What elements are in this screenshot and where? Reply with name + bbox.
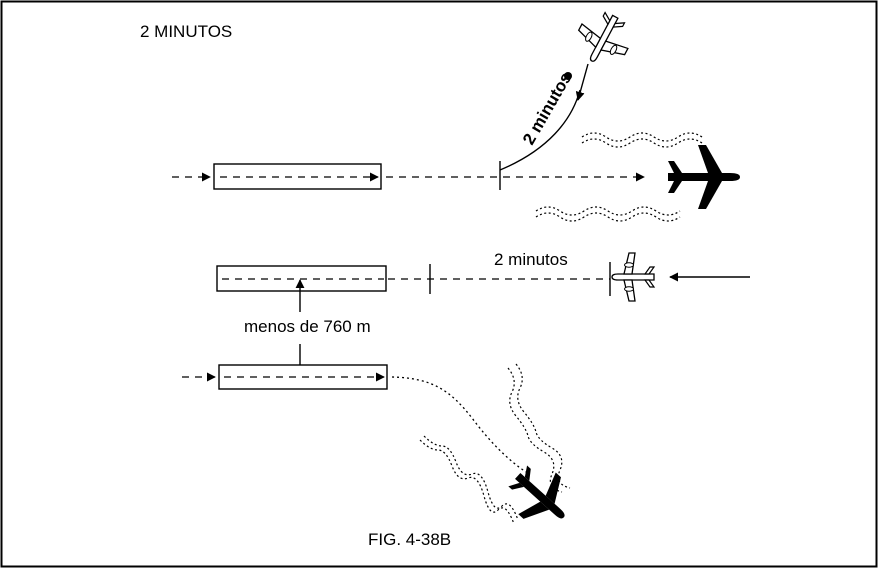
top-wake-lower [535,206,681,222]
bottom-wake-right [507,363,571,493]
middle-time-label: 2 minutos [494,250,568,269]
heading-text: 2 MINUTOS [140,22,232,41]
top-curve-arrow [575,63,589,101]
departed-jet-icon [668,145,740,209]
bottom-wake-left [419,435,519,525]
top-row: 2 minutos [172,11,740,222]
bottom-diverging-path [391,376,527,473]
middle-row: 2 minutos menos de 760 m [216,250,750,377]
curve-time-label: 2 minutos [519,69,576,148]
top-curve-dot [564,72,572,80]
bottom-row [182,363,571,525]
separation-label: menos de 760 m [244,317,371,336]
diverging-jet-icon [508,465,565,519]
approaching-aircraft-icon [577,11,629,62]
arriving-aircraft-icon [611,252,656,302]
top-wake-upper [581,132,703,148]
figure-caption: FIG. 4-38B [368,530,451,549]
